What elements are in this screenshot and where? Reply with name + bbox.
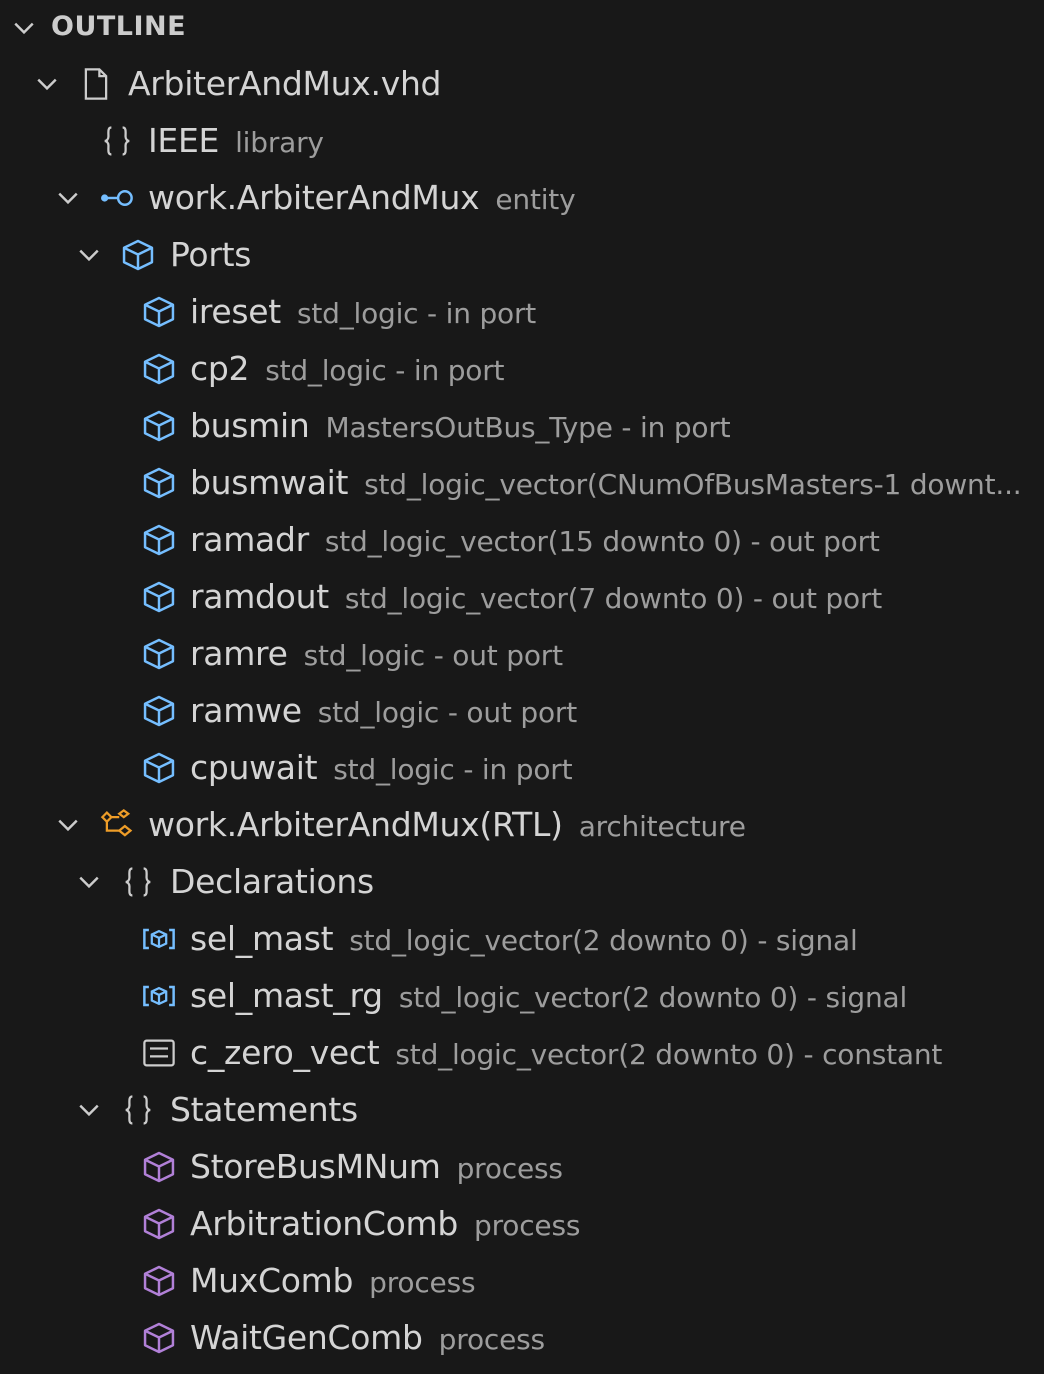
tree-item-signal[interactable]: sel_mast std_logic_vector(2 downto 0) - s… bbox=[0, 911, 1044, 968]
tree-item-label: sel_mast bbox=[190, 919, 334, 958]
tree-item-label: work.ArbiterAndMux bbox=[148, 178, 480, 217]
tree-item-architecture[interactable]: work.ArbiterAndMux(RTL) architecture bbox=[0, 797, 1044, 854]
tree-item-detail: process bbox=[438, 1323, 545, 1356]
tree-item-file[interactable]: ArbiterAndMux.vhd bbox=[0, 56, 1044, 113]
tree-item-label: StoreBusMNum bbox=[190, 1147, 441, 1186]
port-cube-icon bbox=[143, 467, 175, 499]
tree-item-detail: process bbox=[474, 1209, 581, 1242]
tree-item-label: WaitGenComb bbox=[190, 1318, 423, 1357]
tree-item-label: IEEE bbox=[148, 121, 220, 160]
chevron-down-icon[interactable] bbox=[75, 868, 103, 896]
tree-item-label: c_zero_vect bbox=[190, 1033, 380, 1072]
tree-item-ports[interactable]: Ports bbox=[0, 227, 1044, 284]
braces-icon bbox=[125, 1095, 151, 1125]
tree-item-label: ArbiterAndMux.vhd bbox=[128, 64, 442, 103]
chevron-down-icon[interactable] bbox=[54, 811, 82, 839]
tree-item-label: cp2 bbox=[190, 349, 250, 388]
process-cube-icon bbox=[143, 1265, 175, 1297]
tree-item-detail: std_logic - out port bbox=[317, 696, 577, 729]
tree-item-port[interactable]: cp2 std_logic - in port bbox=[0, 341, 1044, 398]
tree-item-port[interactable]: busmin MastersOutBus_Type - in port bbox=[0, 398, 1044, 455]
port-cube-icon bbox=[143, 581, 175, 613]
process-cube-icon bbox=[143, 1322, 175, 1354]
tree-item-detail: std_logic - in port bbox=[265, 354, 505, 387]
tree-item-detail: entity bbox=[495, 183, 576, 216]
tree-item-port[interactable]: ramre std_logic - out port bbox=[0, 626, 1044, 683]
tree-item-process[interactable]: ArbitrationComb process bbox=[0, 1196, 1044, 1253]
chevron-down-icon[interactable] bbox=[10, 14, 38, 42]
tree-item-label: ArbitrationComb bbox=[190, 1204, 459, 1243]
tree-item-label: busmwait bbox=[190, 463, 349, 502]
file-icon bbox=[84, 68, 108, 100]
tree-item-label: Ports bbox=[170, 235, 252, 274]
chevron-down-icon[interactable] bbox=[75, 241, 103, 269]
tree-item-library[interactable]: IEEE library bbox=[0, 113, 1044, 170]
constant-icon bbox=[143, 1039, 175, 1067]
chevron-down-icon[interactable] bbox=[54, 184, 82, 212]
tree-item-detail: std_logic - in port bbox=[296, 297, 537, 330]
port-cube-icon bbox=[143, 524, 175, 556]
tree-item-declarations[interactable]: Declarations bbox=[0, 854, 1044, 911]
port-cube-icon bbox=[143, 296, 175, 328]
architecture-icon bbox=[100, 808, 133, 837]
tree-item-process[interactable]: StoreBusMNum process bbox=[0, 1139, 1044, 1196]
braces-icon bbox=[125, 867, 151, 897]
tree-item-entity[interactable]: work.ArbiterAndMux entity bbox=[0, 170, 1044, 227]
outline-title: OUTLINE bbox=[51, 11, 187, 42]
tree-item-signal[interactable]: sel_mast_rg std_logic_vector(2 downto 0) … bbox=[0, 968, 1044, 1025]
tree-item-label: Declarations bbox=[170, 862, 374, 901]
tree-item-label: work.ArbiterAndMux(RTL) bbox=[148, 805, 563, 844]
tree-item-port[interactable]: ramdout std_logic_vector(7 downto 0) - ou… bbox=[0, 569, 1044, 626]
tree-item-detail: std_logic_vector(2 downto 0) - constant bbox=[395, 1038, 943, 1071]
chevron-down-icon[interactable] bbox=[75, 1096, 103, 1124]
tree-item-port[interactable]: busmwait std_logic_vector(CNumOfBusMaster… bbox=[0, 455, 1044, 512]
port-cube-icon bbox=[143, 353, 175, 385]
port-cube-icon bbox=[143, 410, 175, 442]
tree-item-detail: library bbox=[235, 126, 324, 159]
process-cube-icon bbox=[143, 1208, 175, 1240]
tree-item-detail: architecture bbox=[578, 810, 746, 843]
braces-icon bbox=[104, 126, 130, 156]
tree-item-detail: process bbox=[456, 1152, 563, 1185]
tree-item-detail: process bbox=[369, 1266, 476, 1299]
tree-item-port[interactable]: ireset std_logic - in port bbox=[0, 284, 1044, 341]
port-cube-icon bbox=[122, 239, 154, 271]
tree-item-label: ireset bbox=[190, 292, 281, 331]
entity-interface-icon bbox=[101, 190, 133, 206]
tree-item-label: ramadr bbox=[190, 520, 309, 559]
tree-item-label: busmin bbox=[190, 406, 310, 445]
tree-item-detail: MastersOutBus_Type - in port bbox=[325, 411, 731, 444]
tree-item-label: ramwe bbox=[190, 691, 302, 730]
tree-item-label: MuxComb bbox=[190, 1261, 354, 1300]
tree-item-port[interactable]: cpuwait std_logic - in port bbox=[0, 740, 1044, 797]
signal-icon bbox=[143, 928, 175, 950]
port-cube-icon bbox=[143, 695, 175, 727]
chevron-down-icon[interactable] bbox=[33, 70, 61, 98]
tree-item-process[interactable]: MuxComb process bbox=[0, 1253, 1044, 1310]
tree-item-process[interactable]: WaitGenComb process bbox=[0, 1310, 1044, 1367]
tree-item-detail: std_logic_vector(15 downto 0) - out port bbox=[324, 525, 880, 558]
tree-item-detail: std_logic_vector(2 downto 0) - signal bbox=[398, 981, 908, 1014]
signal-icon bbox=[143, 985, 175, 1007]
tree-item-label: sel_mast_rg bbox=[190, 976, 383, 1015]
tree-item-label: ramre bbox=[190, 634, 288, 673]
process-cube-icon bbox=[143, 1151, 175, 1183]
tree-item-label: Statements bbox=[170, 1090, 358, 1129]
port-cube-icon bbox=[143, 638, 175, 670]
tree-item-port[interactable]: ramadr std_logic_vector(15 downto 0) - ou… bbox=[0, 512, 1044, 569]
tree-item-constant[interactable]: c_zero_vect std_logic_vector(2 downto 0) … bbox=[0, 1025, 1044, 1082]
port-cube-icon bbox=[143, 752, 175, 784]
tree-item-detail: std_logic - in port bbox=[333, 753, 573, 786]
outline-header[interactable]: OUTLINE bbox=[0, 0, 1044, 56]
tree-item-label: ramdout bbox=[190, 577, 329, 616]
tree-item-detail: std_logic_vector(CNumOfBusMasters-1 down… bbox=[364, 468, 1022, 501]
tree-item-statements[interactable]: Statements bbox=[0, 1082, 1044, 1139]
tree-item-detail: std_logic_vector(2 downto 0) - signal bbox=[349, 924, 858, 957]
tree-item-detail: std_logic - out port bbox=[303, 639, 563, 672]
tree-item-detail: std_logic_vector(7 downto 0) - out port bbox=[344, 582, 883, 615]
tree-item-label: cpuwait bbox=[190, 748, 318, 787]
tree-item-port[interactable]: ramwe std_logic - out port bbox=[0, 683, 1044, 740]
